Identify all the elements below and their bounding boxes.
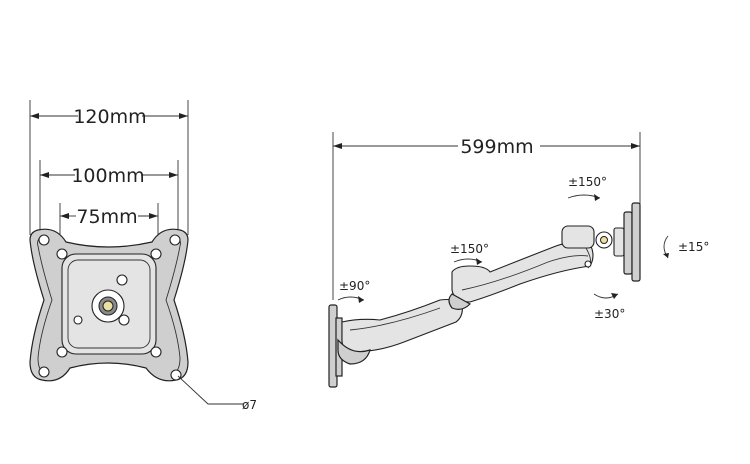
mount-hole-100-top-right — [169, 234, 181, 246]
rotation-150-head-label: ±150° — [568, 175, 607, 189]
mount-hole-75-bottom-right — [150, 346, 162, 358]
hole-diameter-label: ø7 — [242, 398, 257, 412]
hole-diameter-callout: ø7 — [177, 375, 257, 412]
dimension-75mm-label: 75mm — [76, 206, 137, 228]
dimension-75mm: 75mm — [59, 203, 159, 250]
monitor-bracket — [613, 202, 641, 282]
mount-hole-100-bottom-right — [170, 369, 182, 381]
mount-hole-100-bottom-left — [38, 366, 50, 378]
mount-hole-100-top-left — [38, 234, 50, 246]
center-hub — [91, 289, 125, 323]
mount-hole-75-bottom-left — [56, 346, 68, 358]
arm-side-view: 599mm ±90° — [328, 132, 709, 388]
dimension-599mm-label: 599mm — [460, 136, 533, 158]
dimension-599mm: 599mm — [332, 132, 641, 300]
rotation-150-elbow-label: ±150° — [450, 242, 489, 256]
lower-arm — [341, 298, 463, 353]
vesa-plate-front-view: 120mm 100mm 75mm — [29, 100, 257, 412]
rotation-90-indicator: ±90° — [337, 279, 370, 303]
dimension-100mm-label: 100mm — [71, 165, 144, 187]
swivel-30-indicator: ±30° — [593, 293, 625, 321]
dimension-120mm: 120mm — [29, 100, 189, 235]
dimension-100mm: 100mm — [39, 160, 179, 238]
tilt-15-label: ±15° — [678, 240, 709, 254]
swivel-30-label: ±30° — [594, 307, 625, 321]
dimension-120mm-label: 120mm — [73, 106, 146, 128]
tilt-15-indicator: ±15° — [663, 235, 709, 259]
rotation-150-elbow-indicator: ±150° — [450, 242, 489, 265]
mount-hole-75-top-right — [150, 248, 162, 260]
rotation-90-label: ±90° — [339, 279, 370, 293]
head-joint — [561, 225, 613, 269]
mount-hole-75-top-left — [56, 248, 68, 260]
rotation-150-head-indicator: ±150° — [567, 175, 607, 201]
